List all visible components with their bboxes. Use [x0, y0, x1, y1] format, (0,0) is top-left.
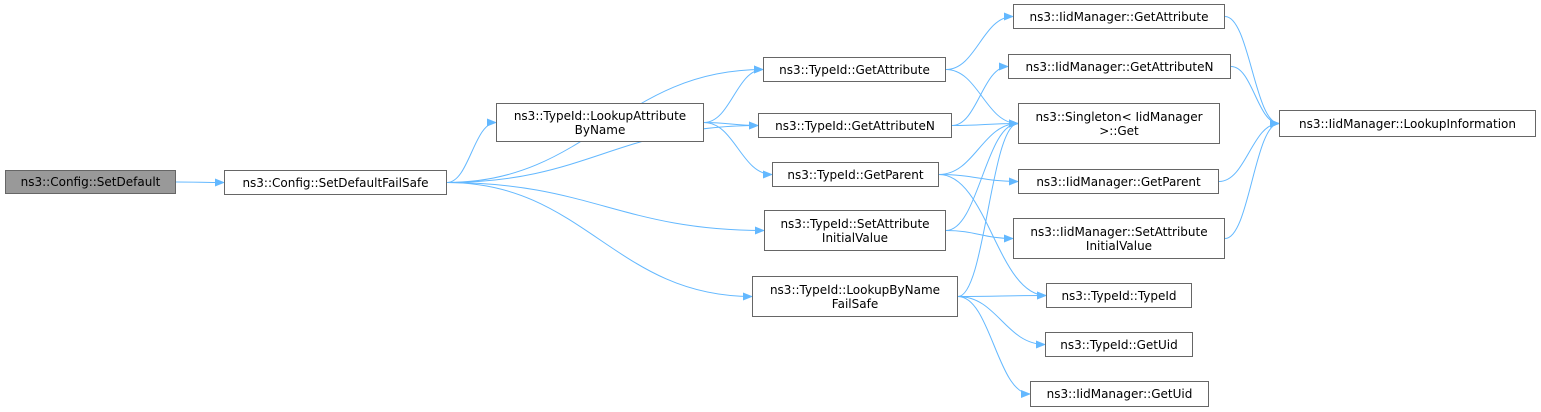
node-label: ns3::Config::SetDefault [20, 175, 161, 189]
node-typeid-set-attribute-initial-value[interactable]: ns3::TypeId::SetAttribute InitialValue [764, 210, 946, 251]
node-iid-manager-get-attribute[interactable]: ns3::IidManager::GetAttribute [1013, 4, 1225, 29]
node-label-line-2: >::Get [1099, 123, 1139, 138]
edge-typeid_lookup_by_name_failsafe-to-iid_get_uid [957, 296, 1031, 398]
node-iid-manager-get-attribute-n[interactable]: ns3::IidManager::GetAttributeN [1008, 54, 1231, 79]
edge-set_default_failsafe-to-typeid_set_attribute_initial_value [446, 182, 765, 235]
node-label: ns3::TypeId::GetUid [1060, 337, 1178, 352]
edge-lookup_attribute_by_name-to-typeid_get_attribute_n [703, 121, 759, 130]
node-label-line-1: ns3::TypeId::LookupByName [769, 282, 941, 297]
edge-typeid_lookup_by_name_failsafe-to-singleton_get [957, 119, 1019, 297]
edge-typeid_get_attribute-to-iid_get_attribute [945, 12, 1014, 70]
node-iid-manager-get-parent[interactable]: ns3::IidManager::GetParent [1018, 169, 1219, 194]
node-iid-manager-get-uid[interactable]: ns3::IidManager::GetUid [1030, 381, 1209, 407]
node-typeid-get-attribute-n[interactable]: ns3::TypeId::GetAttributeN [758, 113, 952, 138]
edge-typeid_get_attribute_n-to-iid_get_attribute_n [951, 62, 1009, 126]
node-label-line-1: ns3::TypeId::SetAttribute [780, 216, 930, 231]
node-label-line-2: ByName [574, 122, 626, 137]
edge-set_default_failsafe-to-typeid_get_attribute_n [446, 121, 759, 183]
node-label: ns3::IidManager::GetAttribute [1029, 9, 1209, 24]
edge-iid_get_parent-to-iid_lookup_information [1218, 119, 1280, 182]
node-label: ns3::IidManager::GetUid [1046, 387, 1193, 401]
node-typeid-get-uid[interactable]: ns3::TypeId::GetUid [1045, 332, 1193, 357]
node-label: ns3::TypeId::GetParent [787, 167, 924, 182]
node-label: ns3::TypeId::TypeId [1061, 288, 1177, 303]
edge-typeid_get_attribute-to-singleton_get [945, 69, 1019, 128]
node-iid-manager-lookup-information[interactable]: ns3::IidManager::LookupInformation [1279, 110, 1536, 137]
node-set-default-failsafe[interactable]: ns3::Config::SetDefaultFailSafe [224, 170, 447, 195]
node-label-line-1: ns3::IidManager::SetAttribute [1030, 224, 1208, 239]
edge-iid_get_attribute_n-to-iid_lookup_information [1230, 66, 1280, 128]
edge-typeid_get_parent-to-iid_get_parent [938, 174, 1019, 186]
node-set-default[interactable]: ns3::Config::SetDefault [5, 170, 176, 194]
node-singleton-iid-manager-get[interactable]: ns3::Singleton< IidManager >::Get [1018, 103, 1220, 144]
edge-typeid_get_parent-to-typeid_typeid [938, 174, 1047, 300]
edge-typeid_set_attribute_initial_value-to-singleton_get [945, 119, 1019, 231]
node-label: ns3::Config::SetDefaultFailSafe [242, 175, 429, 190]
node-label: ns3::IidManager::GetParent [1036, 174, 1201, 189]
node-label: ns3::IidManager::LookupInformation [1299, 116, 1516, 131]
call-edges [175, 12, 1280, 398]
node-label-line-1: ns3::Singleton< IidManager [1035, 109, 1203, 124]
node-label-line-2: FailSafe [831, 296, 879, 311]
node-typeid-get-parent[interactable]: ns3::TypeId::GetParent [772, 162, 939, 187]
edge-typeid_get_parent-to-singleton_get [938, 119, 1019, 175]
node-label: ns3::TypeId::GetAttributeN [775, 118, 935, 133]
edge-set_default-to-set_default_failsafe [175, 178, 225, 187]
node-typeid-lookup-attribute-by-name[interactable]: ns3::TypeId::LookupAttribute ByName [496, 103, 704, 142]
edge-iid_set_attribute_initial_value-to-iid_lookup_information [1224, 119, 1280, 239]
node-typeid-typeid[interactable]: ns3::TypeId::TypeId [1046, 283, 1192, 308]
edge-lookup_attribute_by_name-to-typeid_get_parent [703, 122, 773, 179]
node-label-line-1: ns3::TypeId::LookupAttribute [513, 108, 687, 123]
node-label-line-2: InitialValue [1085, 238, 1153, 253]
node-typeid-get-attribute[interactable]: ns3::TypeId::GetAttribute [763, 57, 946, 82]
node-typeid-lookup-by-name-failsafe[interactable]: ns3::TypeId::LookupByName FailSafe [752, 276, 958, 317]
edge-set_default_failsafe-to-typeid_lookup_by_name_failsafe [446, 182, 753, 301]
node-label: ns3::IidManager::GetAttributeN [1025, 59, 1214, 74]
edge-typeid_lookup_by_name_failsafe-to-typeid_typeid [957, 291, 1047, 300]
node-iid-manager-set-attribute-initial-value[interactable]: ns3::IidManager::SetAttribute InitialVal… [1013, 218, 1225, 259]
edge-typeid_lookup_by_name_failsafe-to-typeid_get_uid [957, 296, 1046, 349]
node-label-line-2: InitialValue [821, 230, 889, 245]
edge-typeid_set_attribute_initial_value-to-iid_set_attribute_initial_value [945, 230, 1014, 243]
edge-lookup_attribute_by_name-to-typeid_get_attribute [703, 65, 764, 123]
edge-set_default_failsafe-to-lookup_attribute_by_name [446, 118, 497, 183]
edge-iid_get_attribute-to-iid_lookup_information [1224, 16, 1280, 128]
node-label: ns3::TypeId::GetAttribute [779, 62, 930, 77]
